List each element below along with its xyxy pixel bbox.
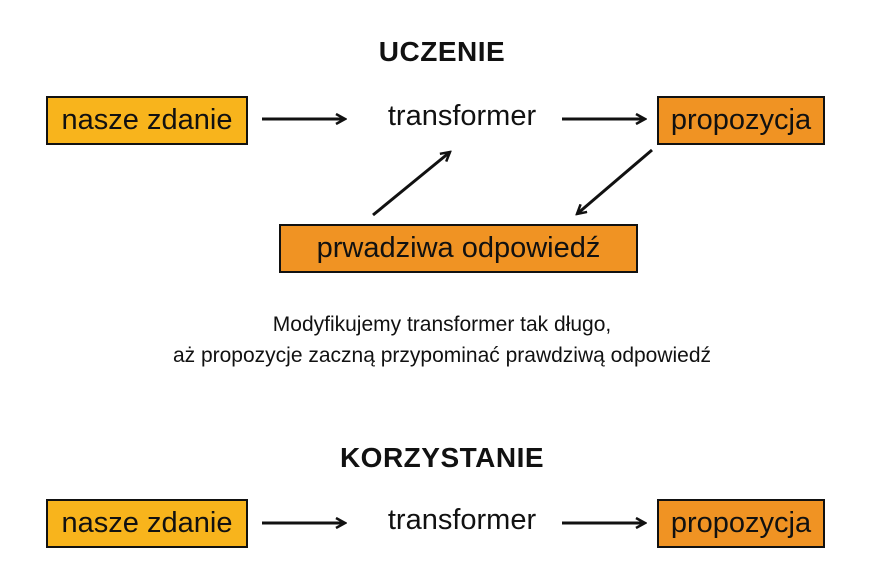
- training-truth-label: prwadziwa odpowiedź: [316, 232, 601, 264]
- inference-input-label: nasze zdanie: [61, 507, 233, 539]
- training-input-box: nasze zdanie: [46, 96, 248, 145]
- arrow-truth-to-transformer: [372, 152, 450, 217]
- inference-input-box: nasze zdanie: [46, 499, 248, 548]
- training-title: UCZENIE: [378, 36, 506, 67]
- training-model-label: transformer: [387, 100, 537, 132]
- inference-model-label: transformer: [387, 504, 537, 536]
- training-output-box: propozycja: [657, 96, 825, 145]
- training-output-label: propozycja: [670, 104, 812, 136]
- training-input-label: nasze zdanie: [61, 104, 233, 136]
- arrow-proposal-to-truth: [577, 148, 653, 214]
- training-truth-box: prwadziwa odpowiedź: [279, 224, 638, 273]
- inference-output-label: propozycja: [670, 507, 812, 539]
- training-caption-line1: Modyfikujemy transformer tak długo,: [272, 313, 612, 336]
- inference-title: KORZYSTANIE: [339, 442, 545, 473]
- inference-output-box: propozycja: [657, 499, 825, 548]
- training-caption-line2: aż propozycje zaczną przypominać prawdzi…: [172, 344, 712, 367]
